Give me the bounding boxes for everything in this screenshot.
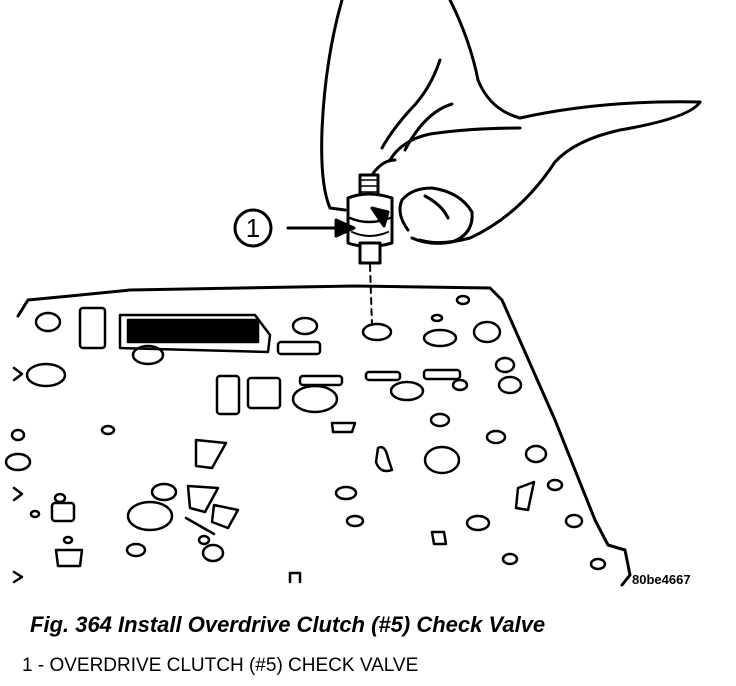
figure-reference-code: 80be4667 xyxy=(632,572,691,587)
figure-caption: Fig. 364 Install Overdrive Clutch (#5) C… xyxy=(30,612,546,637)
valve-body-illustration: 1 80be4667 xyxy=(4,0,702,587)
callout-arrowhead xyxy=(334,218,356,238)
callout-circle xyxy=(233,208,273,248)
check-valve-illustration xyxy=(346,173,394,265)
hand-illustration xyxy=(320,0,702,245)
callout-number: 1 xyxy=(246,213,260,243)
legend-item: 1 - OVERDRIVE CLUTCH (#5) CHECK VALVE xyxy=(22,655,419,676)
plate-passages xyxy=(4,294,607,584)
alignment-dashed-line xyxy=(369,264,373,326)
valve-body-plate-outline xyxy=(16,284,632,587)
